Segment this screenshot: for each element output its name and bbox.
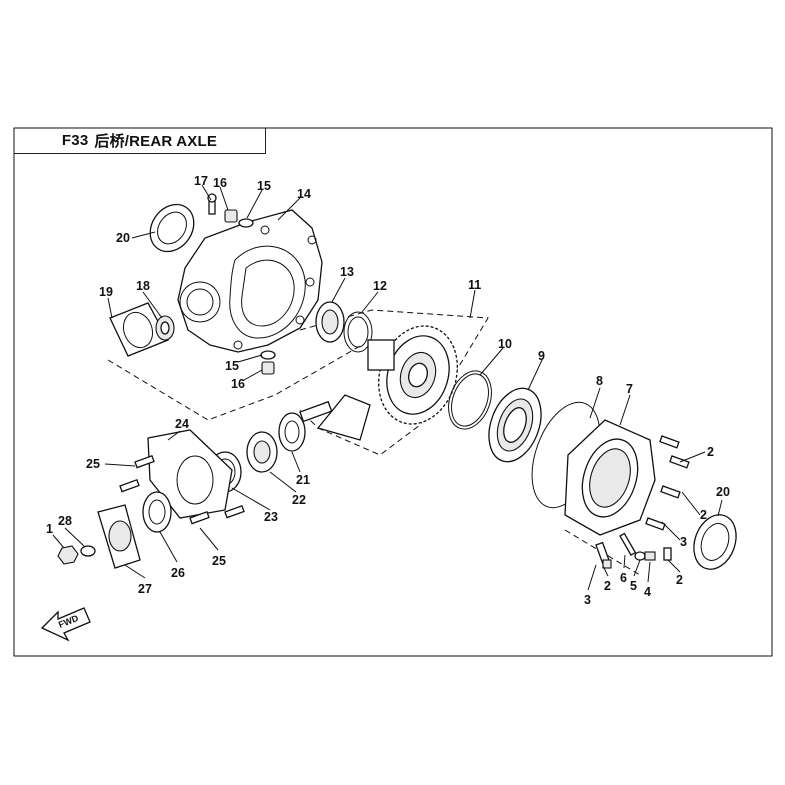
o-ring-10 bbox=[448, 370, 492, 430]
callout-8: 8 bbox=[596, 374, 603, 388]
pinion-gear bbox=[299, 394, 371, 441]
callout-13: 13 bbox=[340, 265, 354, 279]
callout-27: 27 bbox=[138, 582, 152, 596]
washer-bottom bbox=[260, 350, 276, 360]
callout-17: 17 bbox=[194, 174, 208, 188]
drain-plug-bottom bbox=[261, 361, 275, 375]
callout-18: 18 bbox=[136, 279, 150, 293]
callout-3-bottom: 3 bbox=[584, 593, 591, 607]
input-housing-24 bbox=[147, 429, 233, 519]
nut-1 bbox=[57, 545, 79, 565]
callout-11: 11 bbox=[468, 278, 481, 292]
callout-16-top: 16 bbox=[213, 176, 227, 190]
callout-20-right: 20 bbox=[716, 485, 730, 499]
vent-pin bbox=[207, 193, 217, 215]
washer-top bbox=[238, 218, 254, 228]
callout-12: 12 bbox=[373, 279, 387, 293]
oil-seal-top bbox=[149, 203, 195, 253]
cover-bolts-right bbox=[645, 435, 690, 531]
callout-24: 24 bbox=[175, 417, 189, 431]
bearing-13 bbox=[315, 301, 345, 343]
callout-6: 6 bbox=[620, 571, 627, 585]
assembly-outline-gear bbox=[299, 309, 489, 456]
diagram-title-box: F33 后桥/REAR AXLE bbox=[14, 128, 266, 154]
shim-12 bbox=[343, 311, 373, 353]
callout-1: 1 bbox=[46, 522, 53, 536]
callout-4: 4 bbox=[644, 585, 651, 599]
bearing-9 bbox=[488, 387, 542, 463]
callout-9: 9 bbox=[538, 349, 545, 363]
callout-25-bottom: 25 bbox=[212, 554, 226, 568]
callout-labels: 17 16 15 14 20 13 12 11 19 18 15 16 10 9… bbox=[46, 174, 730, 607]
callout-26: 26 bbox=[171, 566, 185, 580]
leader-lines bbox=[52, 184, 723, 591]
diagram-frame bbox=[13, 127, 773, 657]
callout-21: 21 bbox=[296, 473, 310, 487]
callout-23: 23 bbox=[264, 510, 278, 524]
callout-22: 22 bbox=[292, 493, 306, 507]
callout-10: 10 bbox=[498, 337, 512, 351]
callout-25-left: 25 bbox=[86, 457, 100, 471]
seal-26 bbox=[142, 491, 172, 533]
callout-15-bottom: 15 bbox=[225, 359, 239, 373]
callout-2-bottom-left: 2 bbox=[604, 579, 611, 593]
callout-15-top: 15 bbox=[257, 179, 271, 193]
flange-27 bbox=[97, 504, 141, 569]
oil-seal-right bbox=[693, 514, 737, 570]
cover-bolts-bottom bbox=[595, 532, 672, 569]
housing-bolts-25 bbox=[119, 455, 245, 525]
callout-2-top: 2 bbox=[707, 445, 714, 459]
callout-3-right: 3 bbox=[680, 535, 687, 549]
diagram-code: F33 bbox=[61, 132, 89, 149]
callout-2-bottom-right: 2 bbox=[676, 573, 683, 587]
axle-housing bbox=[177, 209, 323, 353]
callout-2-middle: 2 bbox=[700, 508, 707, 522]
fwd-arrow-icon: FWD bbox=[40, 607, 91, 642]
washer-28 bbox=[80, 545, 96, 557]
assembly-outline-housing bbox=[107, 344, 363, 421]
ring-gear-11 bbox=[367, 325, 458, 425]
drain-plug-top bbox=[224, 209, 238, 223]
bearing-cover-7 bbox=[564, 419, 656, 536]
seal-21 bbox=[278, 412, 306, 452]
bearing-18 bbox=[155, 315, 175, 341]
bearing-22 bbox=[246, 431, 278, 473]
gasket-19 bbox=[109, 302, 169, 357]
callout-14: 14 bbox=[297, 187, 311, 201]
diagram-title: 后桥/REAR AXLE bbox=[94, 133, 218, 150]
callout-20-top: 20 bbox=[116, 231, 130, 245]
callout-5: 5 bbox=[630, 579, 637, 593]
callout-16-bottom: 16 bbox=[231, 377, 245, 391]
callout-7: 7 bbox=[626, 382, 633, 396]
callout-19: 19 bbox=[99, 285, 113, 299]
callout-28: 28 bbox=[58, 514, 72, 528]
